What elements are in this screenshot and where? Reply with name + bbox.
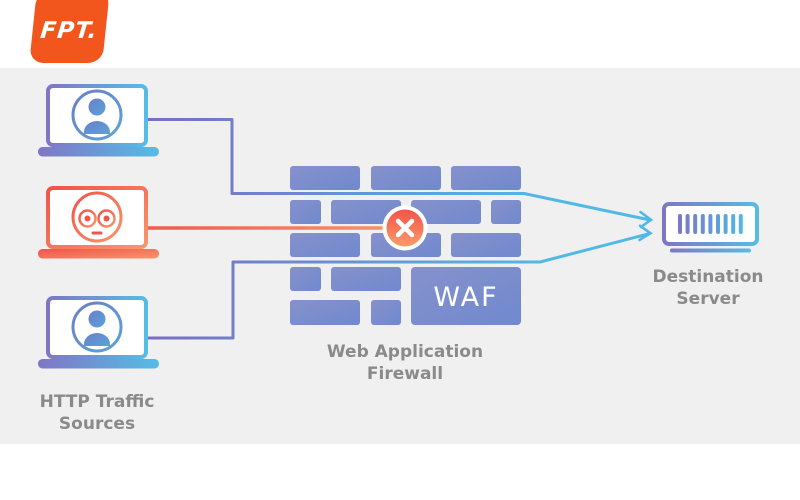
brick bbox=[371, 166, 441, 190]
brick bbox=[290, 300, 360, 325]
laptop-bot bbox=[38, 186, 159, 259]
server-icon bbox=[662, 202, 759, 253]
firewall-label: Web Application Firewall bbox=[326, 342, 484, 385]
server-shadow-bar bbox=[670, 248, 751, 253]
brick-wall-icon: WAF bbox=[290, 166, 521, 325]
brick bbox=[290, 267, 321, 291]
laptop-base bbox=[38, 359, 159, 369]
laptop-base bbox=[38, 249, 159, 259]
brick bbox=[331, 267, 401, 291]
block-x-icon bbox=[382, 205, 428, 251]
brick bbox=[451, 166, 521, 190]
server-vents bbox=[678, 214, 743, 234]
laptop-user-1 bbox=[38, 84, 159, 157]
laptop-base bbox=[38, 147, 159, 157]
waf-label: WAF bbox=[433, 282, 498, 313]
brick bbox=[491, 200, 521, 224]
server-label: Destination Server bbox=[652, 267, 764, 310]
waf-brick bbox=[411, 267, 521, 325]
brick bbox=[290, 200, 321, 224]
brick bbox=[290, 233, 360, 257]
arrowhead-icon bbox=[638, 224, 653, 242]
user-icon bbox=[71, 89, 123, 141]
user-icon bbox=[71, 301, 123, 353]
sources-label: HTTP Traffic Sources bbox=[39, 392, 155, 435]
brick bbox=[371, 300, 401, 325]
laptop-user-2 bbox=[38, 296, 159, 369]
brick bbox=[411, 200, 481, 224]
brick bbox=[290, 166, 360, 190]
traffic-line-user-1 bbox=[146, 118, 651, 222]
arrowhead-icon bbox=[639, 210, 654, 229]
laptop-screen bbox=[46, 186, 148, 249]
brick bbox=[331, 200, 401, 224]
brick bbox=[451, 233, 521, 257]
traffic-line-user-2 bbox=[146, 232, 651, 340]
bot-icon bbox=[71, 191, 123, 243]
